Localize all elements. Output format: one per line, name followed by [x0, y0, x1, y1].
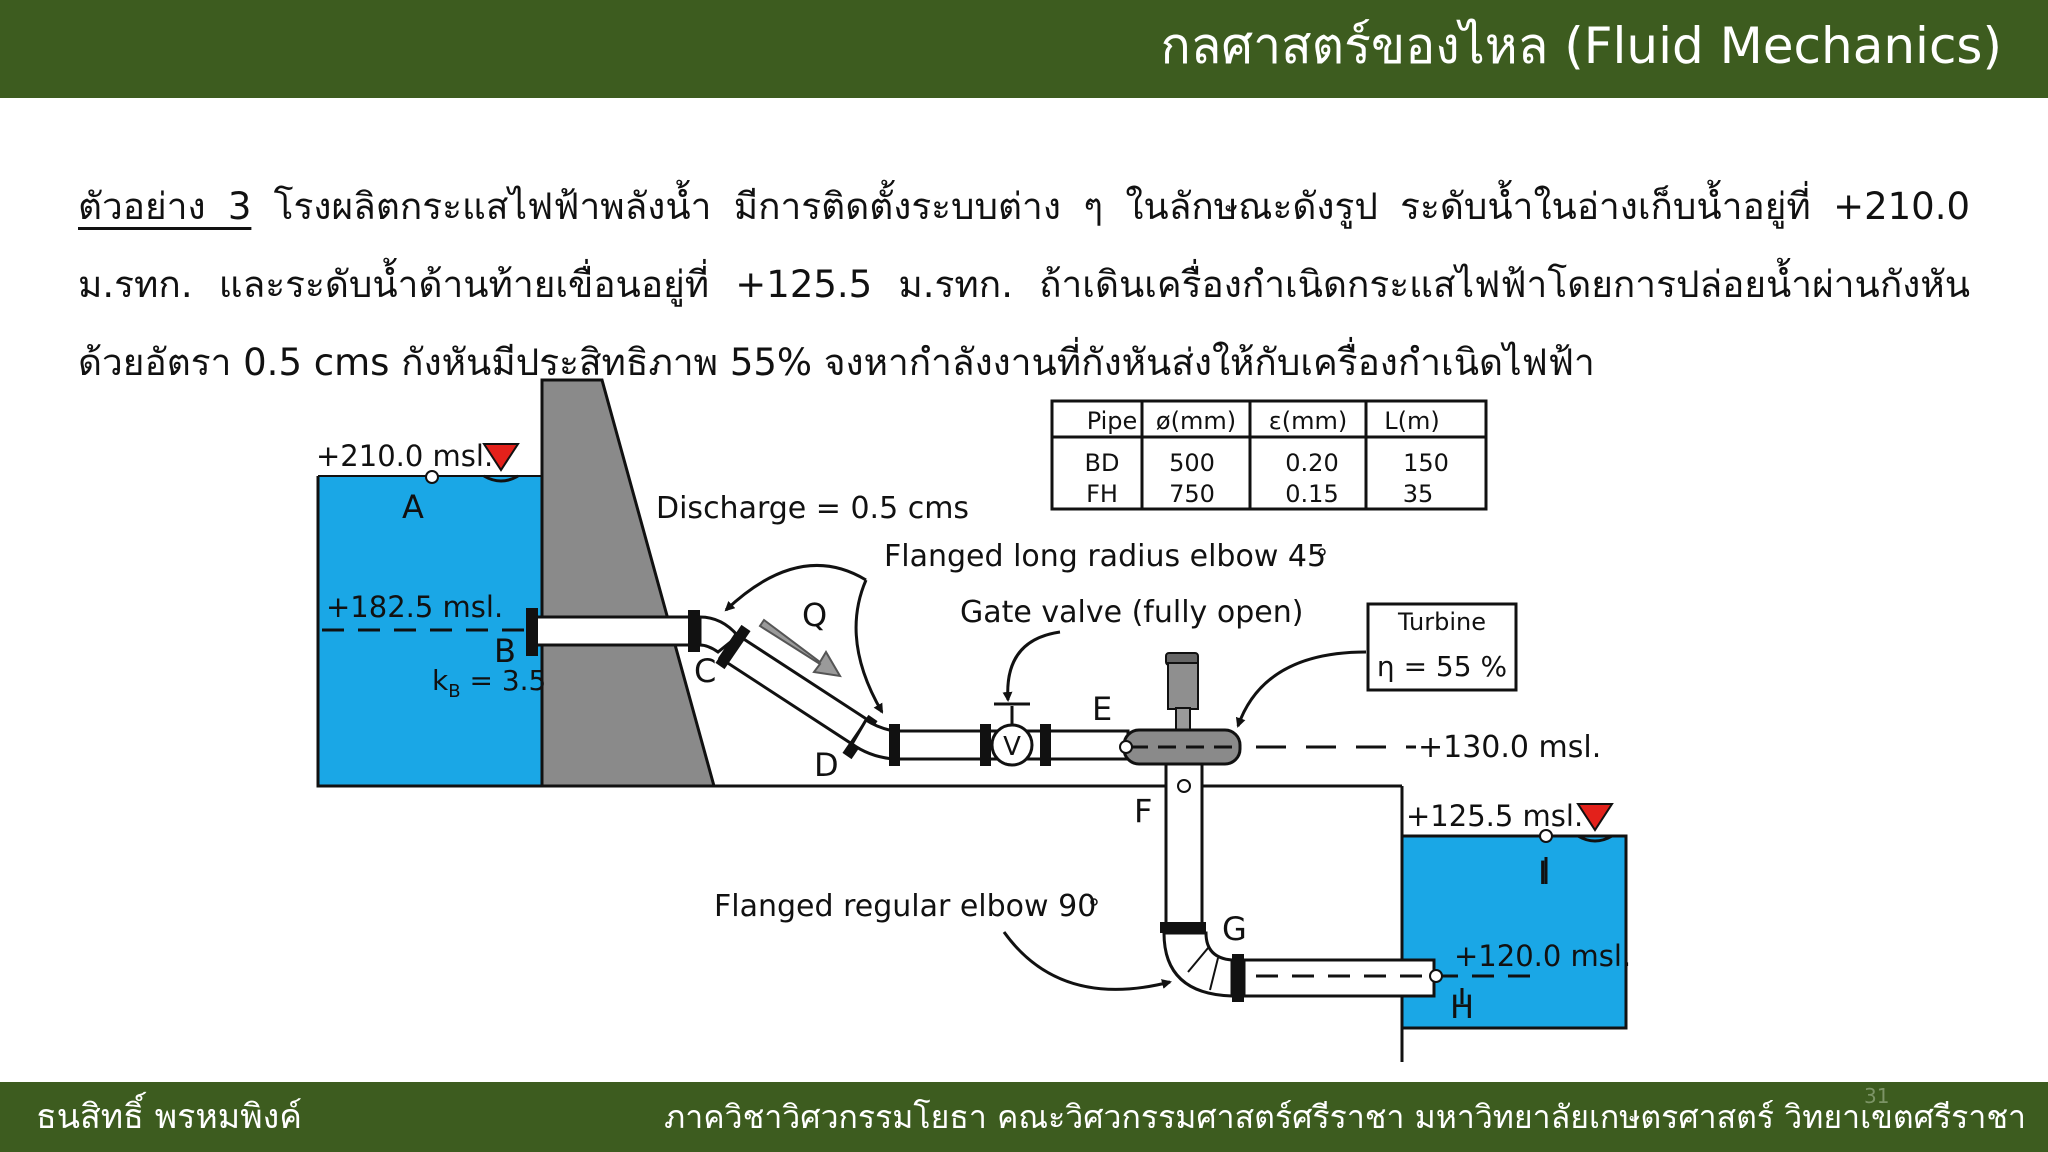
pipe-table-cell-fh-pipe: FH [1086, 480, 1118, 508]
elbow-90 [1162, 931, 1234, 998]
point-c-label: C [694, 652, 716, 690]
point-e-label: E [1092, 690, 1112, 728]
example-label: ตัวอย่าง 3 [78, 185, 252, 228]
tailwater-outline [1400, 786, 1628, 1062]
flange-c-1 [688, 610, 700, 652]
pipe-table-cell-fh-rough: 0.15 [1285, 480, 1338, 508]
gate-valve-label: Gate valve (fully open) [960, 595, 1303, 630]
point-b-label: B [494, 632, 516, 670]
pipe-table-cell-fh-len: 35 [1403, 480, 1434, 508]
elbow90-label: Flanged regular elbow 90 [714, 889, 1096, 924]
valve-symbol: V [1003, 732, 1021, 762]
pipe-table-cell-bd-pipe: BD [1085, 449, 1120, 477]
level-inlet: +182.5 msl. [326, 590, 503, 624]
footer-bar: ธนสิทธิ์ พรหมพิงค์ ภาควิชาวิศวกรรมโยธา ค… [0, 1082, 2048, 1152]
problem-statement: ตัวอย่าง 3 โรงผลิตกระแสไฟฟ้าพลังน้ำ มีกา… [78, 168, 1970, 402]
elbow-90-seg-1 [1187, 947, 1209, 973]
turbine-info-box [1366, 602, 1518, 692]
point-a-label: A [402, 488, 424, 526]
level-tail: +125.5 msl. [1406, 799, 1583, 833]
footer-author: ธนสิทธิ์ พรหมพิงค์ [36, 1097, 302, 1137]
point-f-label: F [1134, 792, 1152, 830]
degree-mark-90 [1090, 898, 1098, 906]
pipe-bc [532, 615, 698, 647]
loss-coefficient-b: kB = 3.5 [432, 664, 546, 702]
flow-direction-arrow [758, 618, 842, 678]
flange-c-2 [715, 624, 751, 670]
point-e-marker [1119, 740, 1133, 754]
point-a-marker [425, 470, 439, 484]
elbow45-label: Flanged long radius elbow 45 [884, 539, 1326, 574]
discharge-label: Discharge = 0.5 cms [656, 491, 969, 526]
pipe-table-cell-bd-rough: 0.20 [1285, 449, 1338, 477]
reservoir-level-marker [482, 443, 520, 472]
point-f-marker [1177, 779, 1191, 793]
pipe-table-cell-fh-dia: 750 [1169, 480, 1215, 508]
gate-valve [990, 723, 1034, 767]
level-reservoir: +210.0 msl. [316, 439, 493, 473]
elbow-90-seg-2 [1209, 957, 1219, 991]
pipe-table-head-len: L(m) [1384, 407, 1439, 435]
pipe-table-frame [1050, 399, 1488, 511]
reservoir-ripple [483, 474, 519, 483]
flow-q-label: Q [802, 596, 827, 634]
flange-g-1 [1160, 922, 1206, 933]
point-h-marker [1429, 969, 1443, 983]
flange-valve-l [980, 724, 991, 766]
pipe-gh [1242, 958, 1436, 998]
point-h-label: H [1450, 988, 1474, 1026]
pipe-fg [1164, 762, 1204, 928]
turbine-motor [1167, 662, 1199, 710]
flange-d-2 [889, 724, 900, 766]
footer-department: ภาควิชาวิศวกรรมโยธา คณะวิศวกรรมศาสตร์ศรี… [664, 1098, 2026, 1136]
point-d-label: D [814, 746, 839, 784]
elbow90-pointer [1002, 931, 1172, 991]
point-i-label: I [1538, 854, 1547, 892]
flange-g-2 [1232, 954, 1244, 1002]
tailwater [1402, 836, 1626, 1028]
degree-mark-45 [1318, 548, 1326, 556]
pipe-table-cell-bd-dia: 500 [1169, 449, 1215, 477]
elbow45-pointer-1 [724, 564, 867, 612]
turbine-shaft [1175, 707, 1191, 733]
level-turbine: +130.0 msl. [1418, 730, 1601, 765]
pipe-table-head-dia: ø(mm) [1156, 407, 1236, 435]
turbine-title: Turbine [1397, 608, 1486, 636]
page-title: กลศาสตร์ของไหล (Fluid Mechanics) [1160, 17, 2002, 75]
tail-level-marker [1576, 803, 1614, 832]
pipe-table-head-pipe: Pipe [1087, 407, 1138, 435]
point-g-label: G [1222, 910, 1247, 948]
gate-valve-pointer [1002, 630, 1061, 702]
page-number: 31 [1864, 1084, 1890, 1108]
turbine-efficiency: η = 55 % [1377, 650, 1507, 683]
flange-valve-r [1040, 724, 1051, 766]
level-outlet: +120.0 msl. [1454, 939, 1631, 973]
problem-text: โรงผลิตกระแสไฟฟ้าพลังน้ำ มีการติดตั้งระบ… [78, 185, 1970, 384]
tail-ripple [1577, 834, 1613, 843]
elbow45-pointer-2 [854, 579, 884, 714]
turbine-pointer [1235, 650, 1367, 728]
flange-b [526, 608, 538, 656]
pipe-table-cell-bd-len: 150 [1403, 449, 1449, 477]
point-i-marker [1539, 829, 1553, 843]
dam-body [540, 378, 716, 788]
reservoir-outline [316, 476, 542, 788]
pipe-cd [717, 631, 871, 747]
pipe-table-head-rough: ε(mm) [1269, 407, 1347, 435]
header-bar: กลศาสตร์ของไหล (Fluid Mechanics) [0, 0, 2048, 98]
